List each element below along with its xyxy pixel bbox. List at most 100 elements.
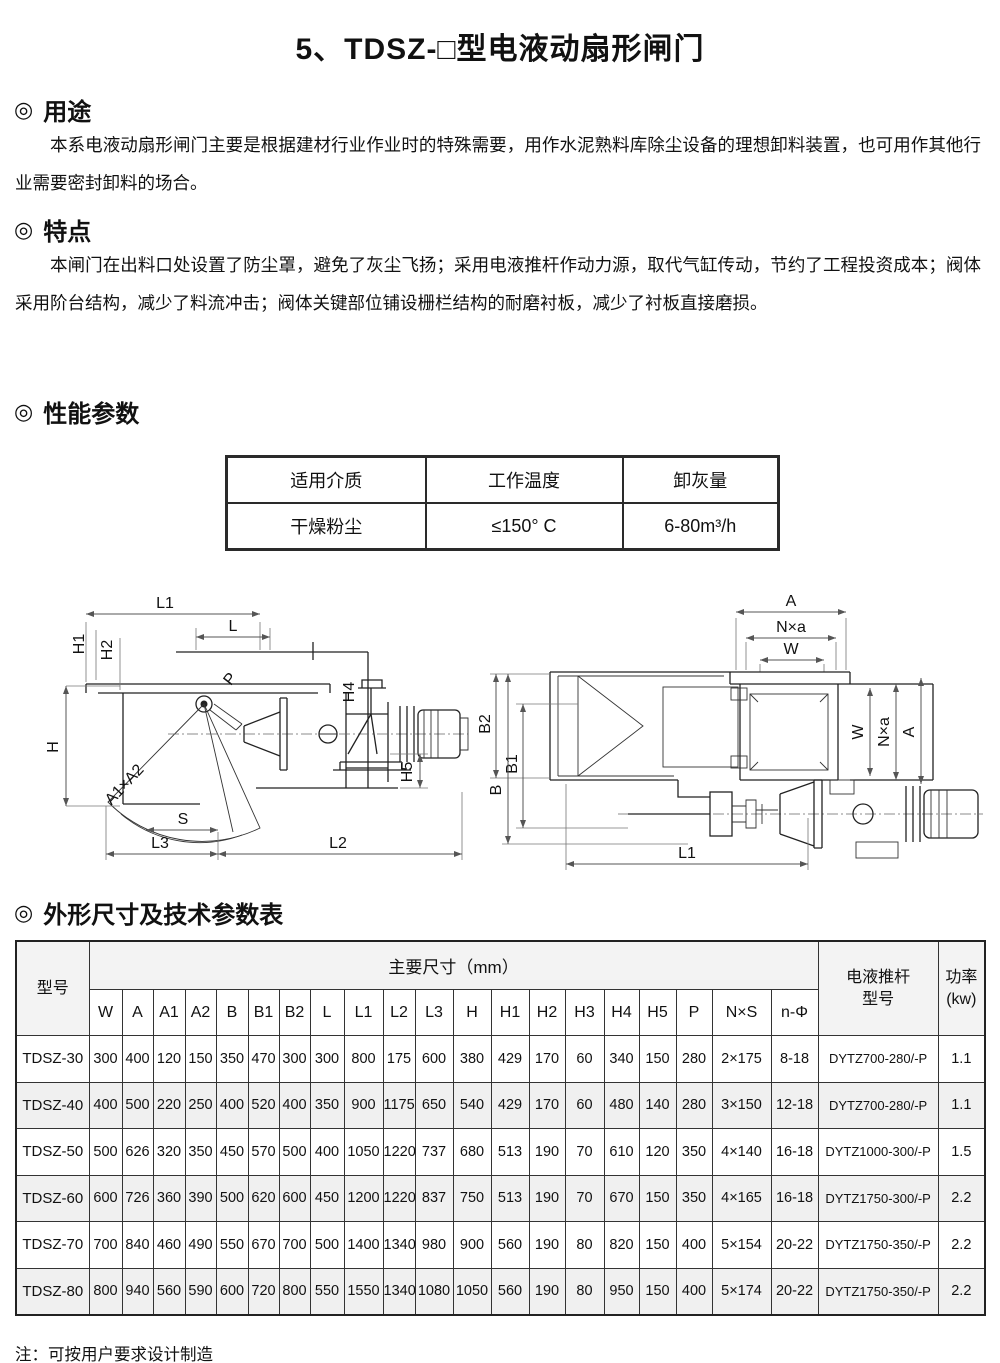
dimension-cell: 20-22 — [770, 1221, 819, 1269]
dimension-cell: 20-22 — [770, 1267, 819, 1316]
dimension-cell: 80 — [564, 1267, 605, 1316]
dim-column-header: L1 — [343, 989, 384, 1036]
perf-header-capacity: 卸灰量 — [621, 455, 780, 504]
pusher-model-cell: DYTZ1750-300/-P — [817, 1174, 939, 1222]
dim-label-B: B — [488, 785, 505, 796]
dimension-cell: 400 — [675, 1221, 713, 1269]
dimension-cell: 400 — [309, 1128, 345, 1176]
dimension-cell: 350 — [675, 1174, 713, 1222]
pusher-model-cell: DYTZ700-280/-P — [817, 1081, 939, 1129]
dimension-cell: 900 — [452, 1221, 492, 1269]
dimension-cell: 820 — [603, 1221, 640, 1269]
dim-column-header: L3 — [414, 989, 454, 1036]
dimension-cell: 560 — [490, 1221, 530, 1269]
dimension-cell: 350 — [675, 1128, 713, 1176]
model-column-header: 型号 — [15, 940, 90, 1036]
dimension-cell: 500 — [278, 1128, 311, 1176]
dim-label-B2: B2 — [478, 714, 494, 734]
dimension-cell: 300 — [309, 1035, 345, 1083]
dim-column-header: n-Φ — [770, 989, 819, 1036]
pusher-model-cell: DYTZ1750-350/-P — [817, 1221, 939, 1269]
dimension-cell: 400 — [675, 1267, 713, 1316]
pusher-model-cell: DYTZ1000-300/-P — [817, 1128, 939, 1176]
dimension-cell: 4×140 — [711, 1128, 772, 1176]
dimension-cell: 513 — [490, 1128, 530, 1176]
dim-label-W-top: W — [783, 641, 799, 658]
perf-header-temperature: 工作温度 — [424, 455, 624, 504]
dim-column-header: B2 — [278, 989, 311, 1036]
dimension-cell: 720 — [247, 1267, 280, 1316]
power-header-line2: (kw) — [946, 990, 977, 1008]
dim-column-header: W — [88, 989, 123, 1036]
dimension-cell: 980 — [414, 1221, 454, 1269]
model-cell: TDSZ-60 — [15, 1174, 90, 1222]
dimension-cell: 190 — [528, 1174, 566, 1222]
power-cell: 1.1 — [937, 1035, 986, 1083]
section-heading-dimensions: ◎ 外形尺寸及技术参数表 — [14, 895, 283, 930]
dimension-cell: 1175 — [382, 1081, 416, 1129]
dimension-cell: 470 — [247, 1035, 280, 1083]
perf-value-medium: 干燥粉尘 — [225, 502, 427, 551]
pusher-column-header: 电液推杆 型号 — [817, 940, 939, 1036]
dimension-cell: 300 — [278, 1035, 311, 1083]
dimension-cell: 380 — [452, 1035, 492, 1083]
dimension-cell: 60 — [564, 1035, 605, 1083]
dimension-cell: 400 — [121, 1035, 154, 1083]
dim-label-H4: H4 — [341, 682, 358, 703]
dimension-cell: 620 — [247, 1174, 280, 1222]
dim-label-L1-bottom: L1 — [678, 845, 696, 862]
dimension-cell: 1050 — [343, 1128, 384, 1176]
dimension-cell: 170 — [528, 1035, 566, 1083]
dim-column-header: H — [452, 989, 492, 1036]
dims-group-header: 主要尺寸（mm） — [88, 940, 819, 990]
dimension-cell: 5×174 — [711, 1267, 772, 1316]
power-cell: 1.1 — [937, 1081, 986, 1129]
dimension-cell: 1200 — [343, 1174, 384, 1222]
dimension-cell: 737 — [414, 1128, 454, 1176]
dimension-cell: 150 — [638, 1267, 677, 1316]
dim-column-header: A — [121, 989, 154, 1036]
dimension-cell: 500 — [88, 1128, 123, 1176]
dimension-cell: 600 — [278, 1174, 311, 1222]
dimension-cell: 700 — [88, 1221, 123, 1269]
dimension-cell: 190 — [528, 1128, 566, 1176]
power-cell: 2.2 — [937, 1267, 986, 1316]
model-cell: TDSZ-50 — [15, 1128, 90, 1176]
dimension-cell: 170 — [528, 1081, 566, 1129]
perf-value-temperature: ≤150° C — [424, 502, 624, 551]
dim-label-S: S — [178, 811, 189, 828]
dimension-cell: 480 — [603, 1081, 640, 1129]
double-circle-icon: ◎ — [14, 96, 34, 122]
dim-column-header: H2 — [528, 989, 566, 1036]
dimension-cell: 500 — [215, 1174, 249, 1222]
dim-column-header: L2 — [382, 989, 416, 1036]
section-heading-usage: ◎ 用途 — [14, 92, 91, 127]
dim-label-H5: H5 — [399, 762, 416, 783]
dimension-cell: 520 — [247, 1081, 280, 1129]
dim-label-Nxa-right: N×a — [876, 717, 893, 747]
dimension-cell: 70 — [564, 1174, 605, 1222]
dimension-cell: 429 — [490, 1035, 530, 1083]
dimension-cell: 726 — [121, 1174, 154, 1222]
dimension-cell: 320 — [152, 1128, 186, 1176]
spec-header-row-1: 型号 主要尺寸（mm） 电液推杆 型号 功率 (kw) — [15, 940, 986, 1036]
dim-column-header: B — [215, 989, 249, 1036]
dimension-cell: 1550 — [343, 1267, 384, 1316]
dimension-cell: 550 — [309, 1267, 345, 1316]
dim-label-A1xA2: A1×A2 — [102, 761, 148, 808]
pusher-model-cell: DYTZ700-280/-P — [817, 1035, 939, 1083]
dimension-cell: 900 — [343, 1081, 384, 1129]
dimension-cell: 1220 — [382, 1128, 416, 1176]
power-header-line1: 功率 — [945, 968, 978, 986]
dim-column-header: H4 — [603, 989, 640, 1036]
dimension-cell: 8-18 — [770, 1035, 819, 1083]
dimension-cell: 300 — [88, 1035, 123, 1083]
dim-label-H1: H1 — [71, 634, 88, 655]
dimension-cell: 350 — [215, 1035, 249, 1083]
dim-column-header: H3 — [564, 989, 605, 1036]
dimension-cell: 650 — [414, 1081, 454, 1129]
power-column-header: 功率 (kw) — [937, 940, 986, 1036]
